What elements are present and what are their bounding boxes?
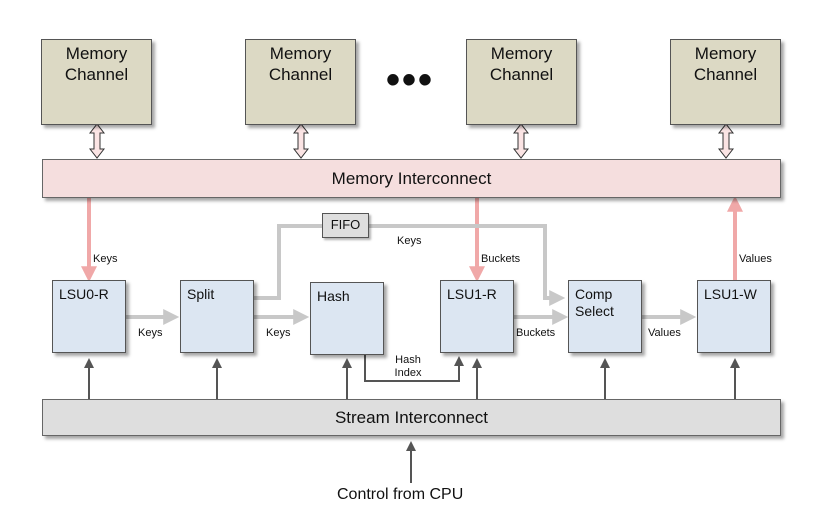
label-keys-fifo: Keys (397, 235, 422, 247)
memory-channel-4-line1: Memory (694, 44, 757, 63)
memory-interconnect: Memory Interconnect (42, 159, 781, 198)
memory-channel-1-line2: Channel (64, 65, 129, 84)
memory-channel-2-line2: Channel (268, 65, 333, 84)
unit-lsu1-w: LSU1-W (697, 280, 771, 353)
unit-hash: Hash (310, 282, 384, 355)
split-to-fifo-path (254, 224, 322, 300)
label-keys-mem: Keys (93, 253, 118, 265)
unit-comp-select-line1: Comp (575, 286, 613, 302)
label-hash-index-line2: Index (394, 367, 422, 379)
unit-lsu0-r: LSU0-R (52, 280, 126, 353)
unit-hash-label: Hash (317, 288, 350, 304)
unit-lsu0-r-label: LSU0-R (59, 286, 109, 302)
unit-split: Split (180, 280, 254, 353)
label-keys-1: Keys (138, 327, 163, 339)
label-buckets-mem: Buckets (481, 253, 521, 265)
control-from-cpu-label: Control from CPU (337, 486, 464, 503)
double-arrow-2 (292, 123, 310, 159)
double-arrow-3 (512, 123, 530, 159)
label-hash-index-line1: Hash (395, 354, 421, 366)
unit-lsu1-r: LSU1-R (440, 280, 514, 353)
unit-comp-select-line2: Select (575, 303, 614, 319)
memory-channel-3: Memory Channel (466, 39, 577, 125)
memory-channel-3-line1: Memory (490, 44, 553, 63)
ellipsis: ••• (386, 58, 435, 102)
memory-channel-1: Memory Channel (41, 39, 152, 125)
memory-channel-4: Memory Channel (670, 39, 781, 125)
unit-lsu1-w-label: LSU1-W (704, 286, 757, 302)
fifo-box: FIFO (322, 213, 369, 238)
label-values-flow: Values (648, 327, 681, 339)
double-arrow-4 (717, 123, 735, 159)
unit-lsu1-r-label: LSU1-R (447, 286, 497, 302)
label-keys-2: Keys (266, 327, 291, 339)
hash-index-path (364, 354, 464, 382)
memory-channel-2: Memory Channel (245, 39, 356, 125)
unit-split-label: Split (187, 286, 215, 302)
memory-channel-3-line2: Channel (489, 65, 554, 84)
memory-channel-4-line2: Channel (693, 65, 758, 84)
memory-channel-2-line1: Memory (269, 44, 332, 63)
fifo-to-comp-path (369, 224, 566, 306)
label-values-mem: Values (739, 253, 772, 265)
label-buckets-flow: Buckets (516, 327, 556, 339)
label-hash-index: Hash Index (388, 354, 428, 380)
double-arrow-1 (88, 123, 106, 159)
memory-channel-1-line1: Memory (65, 44, 128, 63)
unit-comp-select: Comp Select (568, 280, 642, 353)
stream-interconnect: Stream Interconnect (42, 399, 781, 436)
